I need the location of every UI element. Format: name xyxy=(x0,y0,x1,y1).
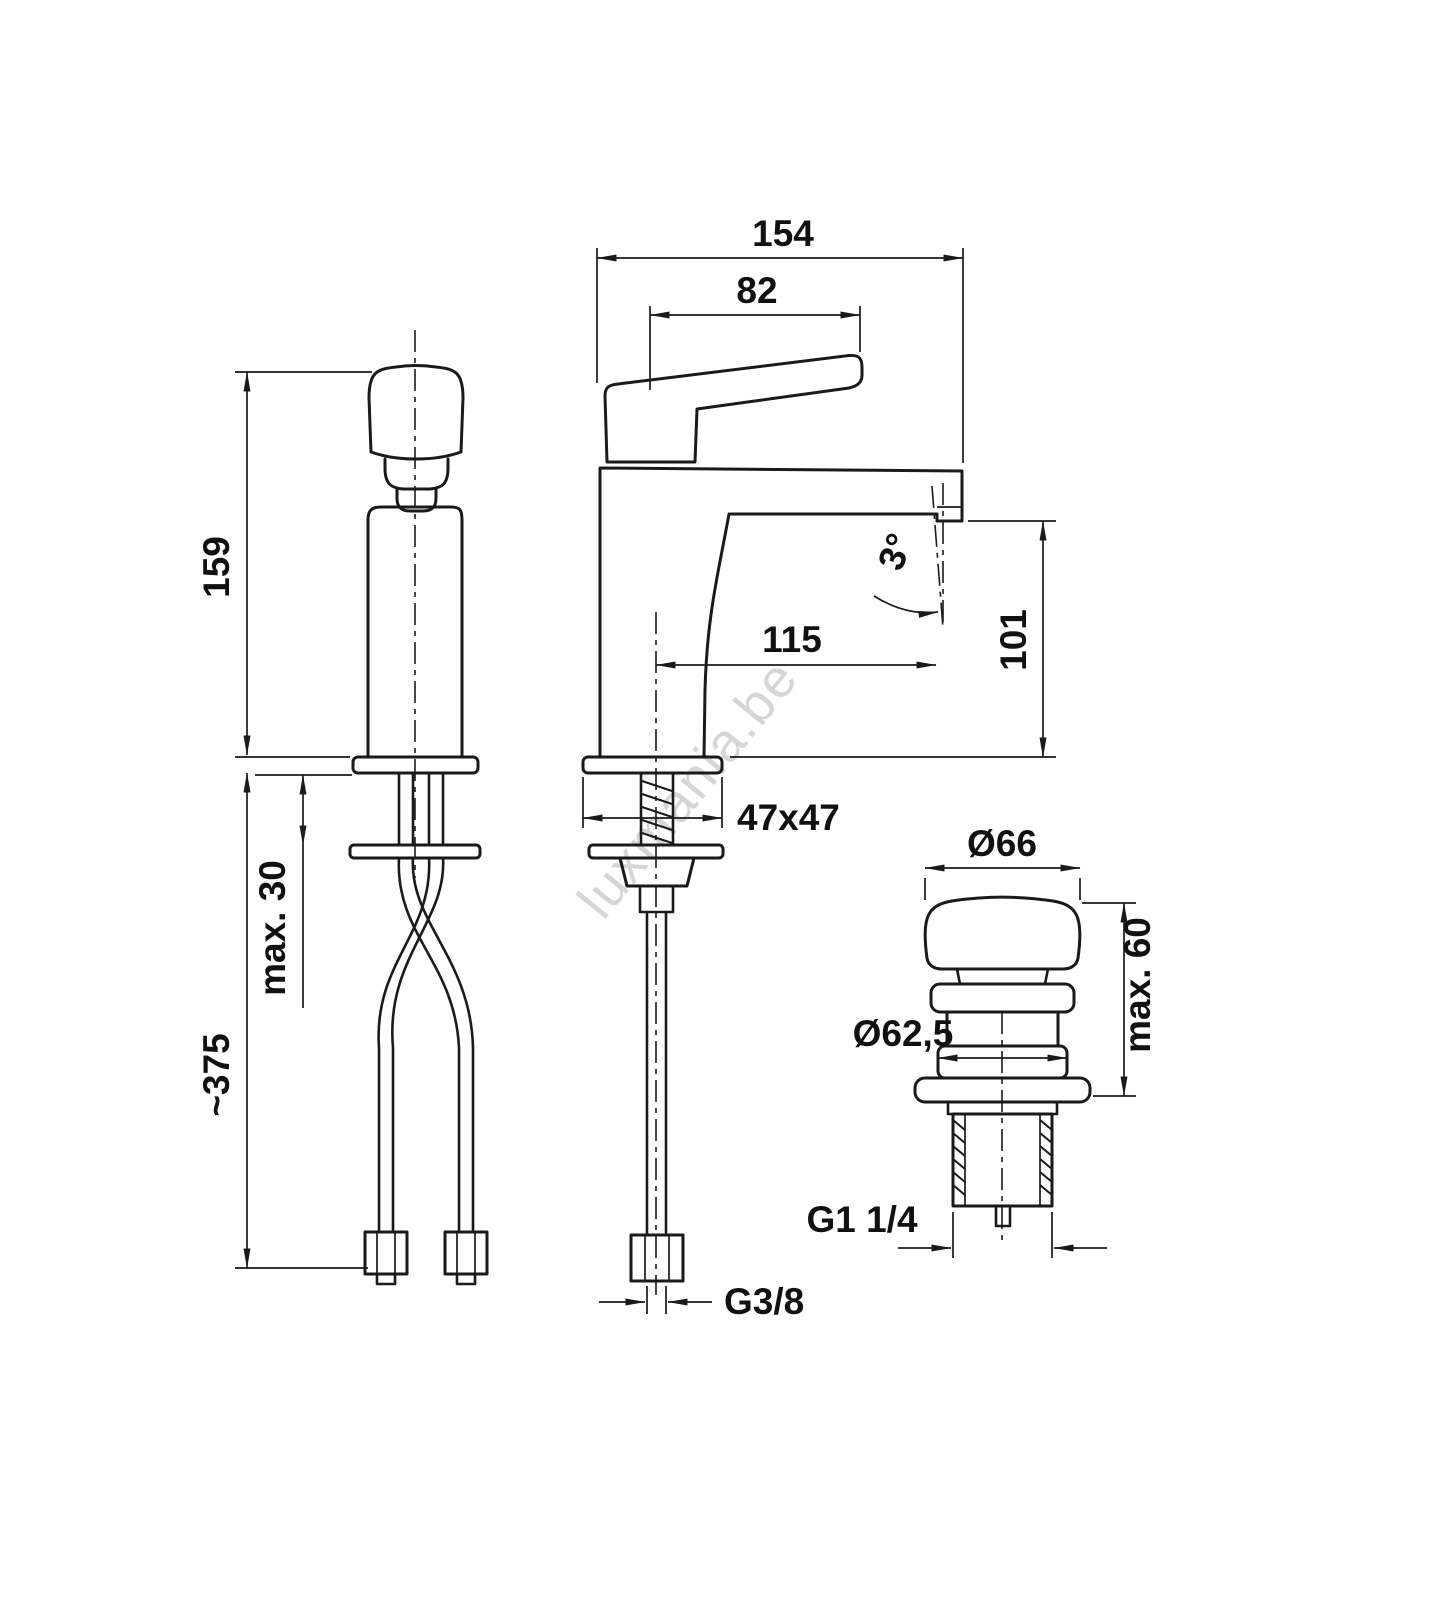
spout-outlet-axis xyxy=(931,483,944,629)
supply-hoses xyxy=(377,856,475,1234)
dimension-max30: max. 30 xyxy=(252,774,352,1008)
dim-82-label: 82 xyxy=(736,270,777,311)
dimension-o625: Ø62,5 xyxy=(853,1013,1068,1062)
drain-valve xyxy=(913,895,1092,1240)
dimension-max60: max. 60 xyxy=(1082,902,1158,1097)
valve-seat xyxy=(929,982,1076,1014)
supply-pipe xyxy=(645,910,668,1237)
front-handle-dome xyxy=(367,364,465,461)
hose-end-nuts xyxy=(363,1230,489,1286)
front-view xyxy=(348,330,489,1286)
dim-max30-label: max. 30 xyxy=(252,860,293,996)
dim-angle-label: 3° xyxy=(870,528,921,575)
dim-375-label: ~375 xyxy=(196,1033,237,1116)
front-handle-neck xyxy=(395,487,438,513)
dim-115-label: 115 xyxy=(762,619,822,660)
dimension-o66: Ø66 xyxy=(924,823,1081,900)
dim-o625-label: Ø62,5 xyxy=(853,1013,954,1054)
dimension-101: 101 xyxy=(730,520,1056,758)
valve-stem-left xyxy=(955,967,962,986)
dim-154-label: 154 xyxy=(752,213,814,254)
dimension-g38: G3/8 xyxy=(599,1281,804,1322)
dim-159-label: 159 xyxy=(196,536,237,598)
valve-tail xyxy=(994,1204,1012,1228)
side-handle-lever xyxy=(603,353,864,464)
valve-cap xyxy=(923,895,1082,971)
dimension-375: ~375 xyxy=(196,772,368,1269)
dim-o66-label: Ø66 xyxy=(967,823,1037,864)
front-washer-plate xyxy=(348,843,482,860)
dimension-g114: G1 1/4 xyxy=(806,1199,1107,1258)
dimension-angle-3deg: 3° xyxy=(870,528,939,618)
dimension-159: 159 xyxy=(196,371,372,758)
side-body-and-spout xyxy=(598,466,964,759)
dim-g38-label: G3/8 xyxy=(724,1281,804,1322)
dimension-82: 82 xyxy=(649,270,861,390)
front-base-plate xyxy=(351,755,480,775)
dimension-47x47: 47x47 xyxy=(582,777,840,838)
dim-47x47-label: 47x47 xyxy=(737,797,840,838)
front-mounting-studs xyxy=(397,771,445,847)
dim-max60-label: max. 60 xyxy=(1117,917,1158,1053)
dimension-115: 115 xyxy=(655,619,937,669)
front-handle-collar xyxy=(383,457,450,491)
mounting-nut xyxy=(618,856,696,888)
side-view xyxy=(581,353,964,1295)
front-body xyxy=(366,505,464,759)
valve-stem-right xyxy=(1043,967,1050,986)
dim-g114-label: G1 1/4 xyxy=(806,1199,917,1240)
dim-101-label: 101 xyxy=(993,609,1034,671)
pipe-end-nut xyxy=(629,1233,685,1283)
dimension-154: 154 xyxy=(596,213,964,463)
nut-collar xyxy=(638,884,675,914)
